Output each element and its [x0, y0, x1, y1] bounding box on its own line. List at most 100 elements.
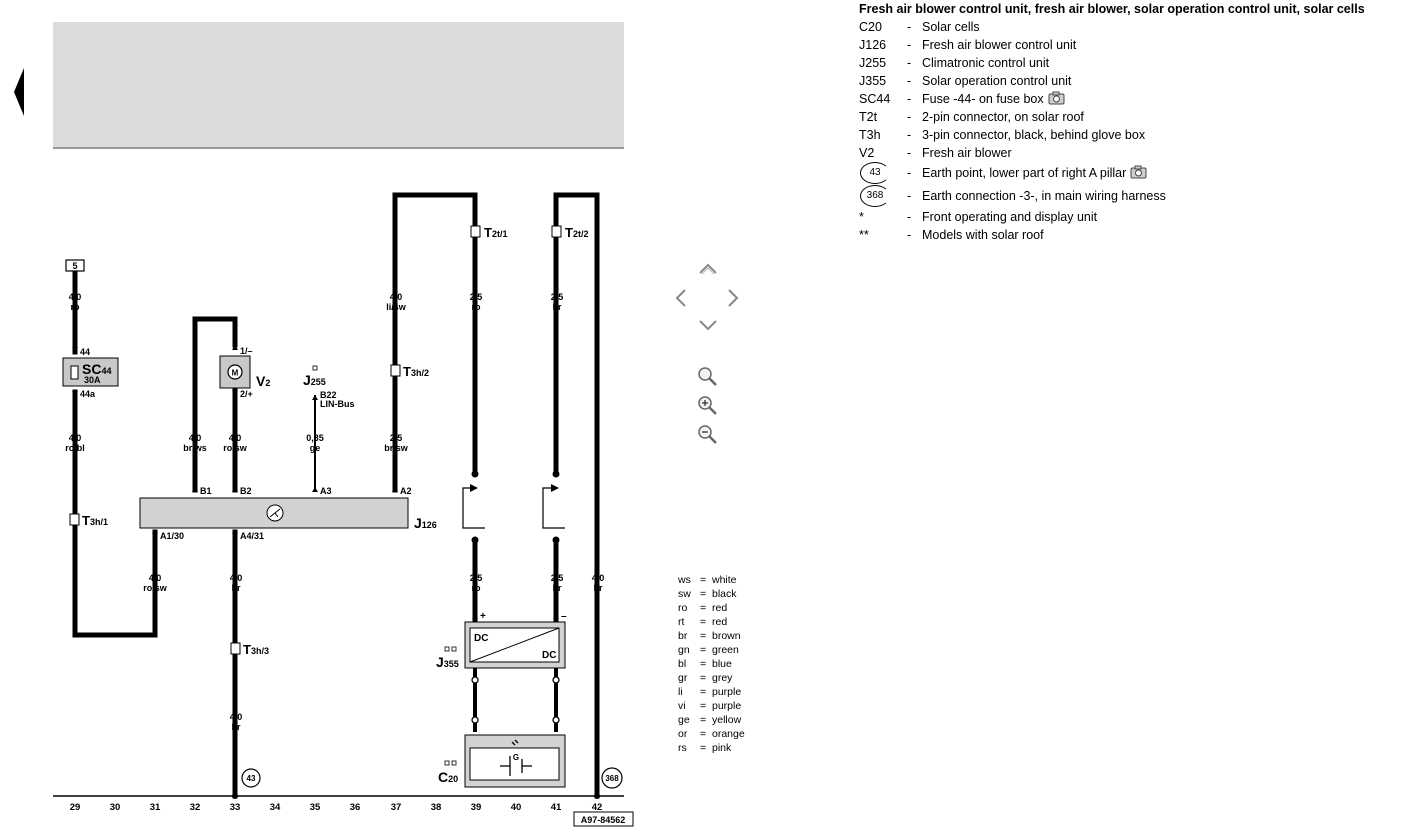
pan-up-icon[interactable]	[698, 262, 718, 281]
previous-page-arrow-icon[interactable]	[8, 62, 32, 122]
colour-key-row: sw=black	[678, 588, 737, 600]
legend-dash: -	[907, 56, 912, 70]
wire-1-colour: ro	[71, 302, 81, 312]
t2t1-sub: 2t/1	[492, 229, 508, 239]
legend-code: J126	[859, 38, 887, 52]
pan-down-icon[interactable]	[698, 318, 718, 337]
svg-text:33: 33	[230, 802, 241, 813]
legend-dash: -	[907, 92, 912, 106]
legend-desc: Fresh air blower control unit	[922, 38, 1077, 52]
wire-14-colour: br	[553, 583, 562, 593]
fuse-sub: 44	[101, 366, 111, 376]
svg-text:32: 32	[190, 802, 201, 813]
thin-wire-joints	[471, 676, 560, 724]
colour-key-row: li=purple	[678, 686, 742, 698]
legend-row: J255-Climatronic control unit	[859, 54, 1409, 72]
t2t2-name: T	[565, 225, 573, 240]
j126-sub: 126	[422, 520, 437, 530]
j126-pin-a2: A2	[400, 486, 412, 496]
legend-desc: Climatronic control unit	[922, 56, 1050, 70]
t3h3-name: T	[243, 642, 251, 657]
svg-text:30: 30	[110, 802, 121, 813]
j355-dc-in: DC	[474, 633, 488, 644]
svg-text:42: 42	[592, 802, 603, 813]
wire-5-colour: ge	[310, 443, 321, 453]
legend-row: J126 -Fresh air blower control unit	[859, 36, 1409, 54]
pan-left-icon[interactable]	[674, 288, 688, 313]
wire-4-colour: ro/sw	[223, 443, 248, 453]
legend-code: T3h	[859, 128, 881, 142]
fuse-pin-top: 44	[80, 347, 90, 357]
t3h1-sub: 3h/1	[90, 517, 108, 527]
legend-dash: -	[907, 74, 912, 88]
legend-desc: Fresh air blower	[922, 146, 1012, 160]
wire-6-gauge: 4,0	[390, 292, 403, 302]
pan-right-icon[interactable]	[726, 288, 740, 313]
blower-sub: 2	[265, 378, 270, 388]
wire-9-gauge: 2,5	[551, 292, 564, 302]
terminal-5-box	[65, 259, 85, 272]
wire-2-gauge: 4,0	[69, 433, 82, 443]
t2t1-name: T	[484, 225, 492, 240]
wire-10-colour: ro/sw	[143, 583, 168, 593]
motor-symbol: M	[232, 369, 239, 378]
earth-43-label: 43	[247, 774, 256, 783]
wire-8-colour: ro	[472, 302, 482, 312]
legend-desc: Earth point, lower part of right A pilla…	[922, 165, 1127, 180]
colour-key-row: br=brown	[678, 630, 741, 642]
wire-15-colour: br	[594, 583, 603, 593]
earth-symbol-368: 368	[860, 185, 890, 207]
wire-2-colour: ro/bl	[65, 443, 85, 453]
legend-code: T2t	[859, 110, 878, 124]
wire-7-colour: br/sw	[384, 443, 409, 453]
pin-arrows	[72, 345, 559, 619]
colour-key-row: or=orange	[678, 728, 745, 740]
svg-text:T2t/1: T2t/1	[484, 225, 507, 240]
earth-point-368	[601, 767, 623, 789]
svg-text:37: 37	[391, 802, 402, 813]
legend-dash: -	[907, 128, 912, 142]
j355-plus: +	[480, 611, 486, 622]
wire-10-gauge: 4,0	[149, 573, 162, 583]
wire-5-gauge: 0,35	[306, 433, 324, 443]
legend-dash: -	[907, 228, 912, 242]
t3h2-sub: 3h/2	[411, 368, 429, 378]
current-track-numbers: 29 30 31 32 33 34 35 36 37 38 39 40 41 4…	[70, 802, 603, 813]
navigation-controls	[670, 258, 750, 458]
zoom-out-icon[interactable]	[697, 424, 719, 451]
terminal-5-label: 5	[72, 261, 77, 271]
wire-labels: 4,0ro 4,0ro/bl 4,0br/ws 4,0ro/sw 0,35ge …	[65, 292, 604, 732]
legend-row: V2-Fresh air blower	[859, 144, 1409, 162]
wire-1-gauge: 4,0	[69, 292, 82, 302]
legend-row: SC44-Fuse -44- on fuse box	[859, 90, 1409, 108]
j355-dc-out: DC	[542, 650, 556, 661]
legend-desc: 3-pin connector, black, behind glove box	[922, 128, 1146, 142]
zoom-icon[interactable]	[697, 366, 719, 393]
legend-row: 368-Earth connection -3-, in main wiring…	[859, 184, 1409, 208]
colour-key-row: ws=white	[678, 574, 737, 586]
c20-sub: 20	[448, 774, 458, 784]
connector-arrows	[470, 484, 559, 492]
wire-12-colour: br	[232, 722, 241, 732]
svg-text:40: 40	[511, 802, 522, 813]
zoom-in-icon[interactable]	[697, 395, 719, 422]
camera-icon[interactable]	[1130, 165, 1147, 182]
wire-3-gauge: 4,0	[189, 433, 202, 443]
wire-3-colour: br/ws	[183, 443, 207, 453]
colour-key-row: rs=pink	[678, 742, 732, 754]
legend-row: *-Front operating and display unit	[859, 208, 1409, 226]
colour-key-row: rt=red	[678, 616, 728, 628]
wire-13-gauge: 2,5	[470, 573, 483, 583]
svg-text:29: 29	[70, 802, 81, 813]
diagram-reference: A97-84562	[581, 815, 626, 825]
legend-desc: Earth connection -3-, in main wiring har…	[922, 189, 1166, 203]
fuse-name: SC	[82, 361, 101, 377]
solar-cell-symbol-icon	[500, 739, 532, 776]
legend-dash: -	[907, 38, 912, 52]
colour-key-row: gn=green	[678, 644, 739, 656]
svg-text:J355: J355	[436, 654, 459, 670]
j355-name: J	[436, 654, 444, 670]
camera-icon[interactable]	[1048, 91, 1065, 108]
legend-dash: -	[907, 110, 912, 124]
